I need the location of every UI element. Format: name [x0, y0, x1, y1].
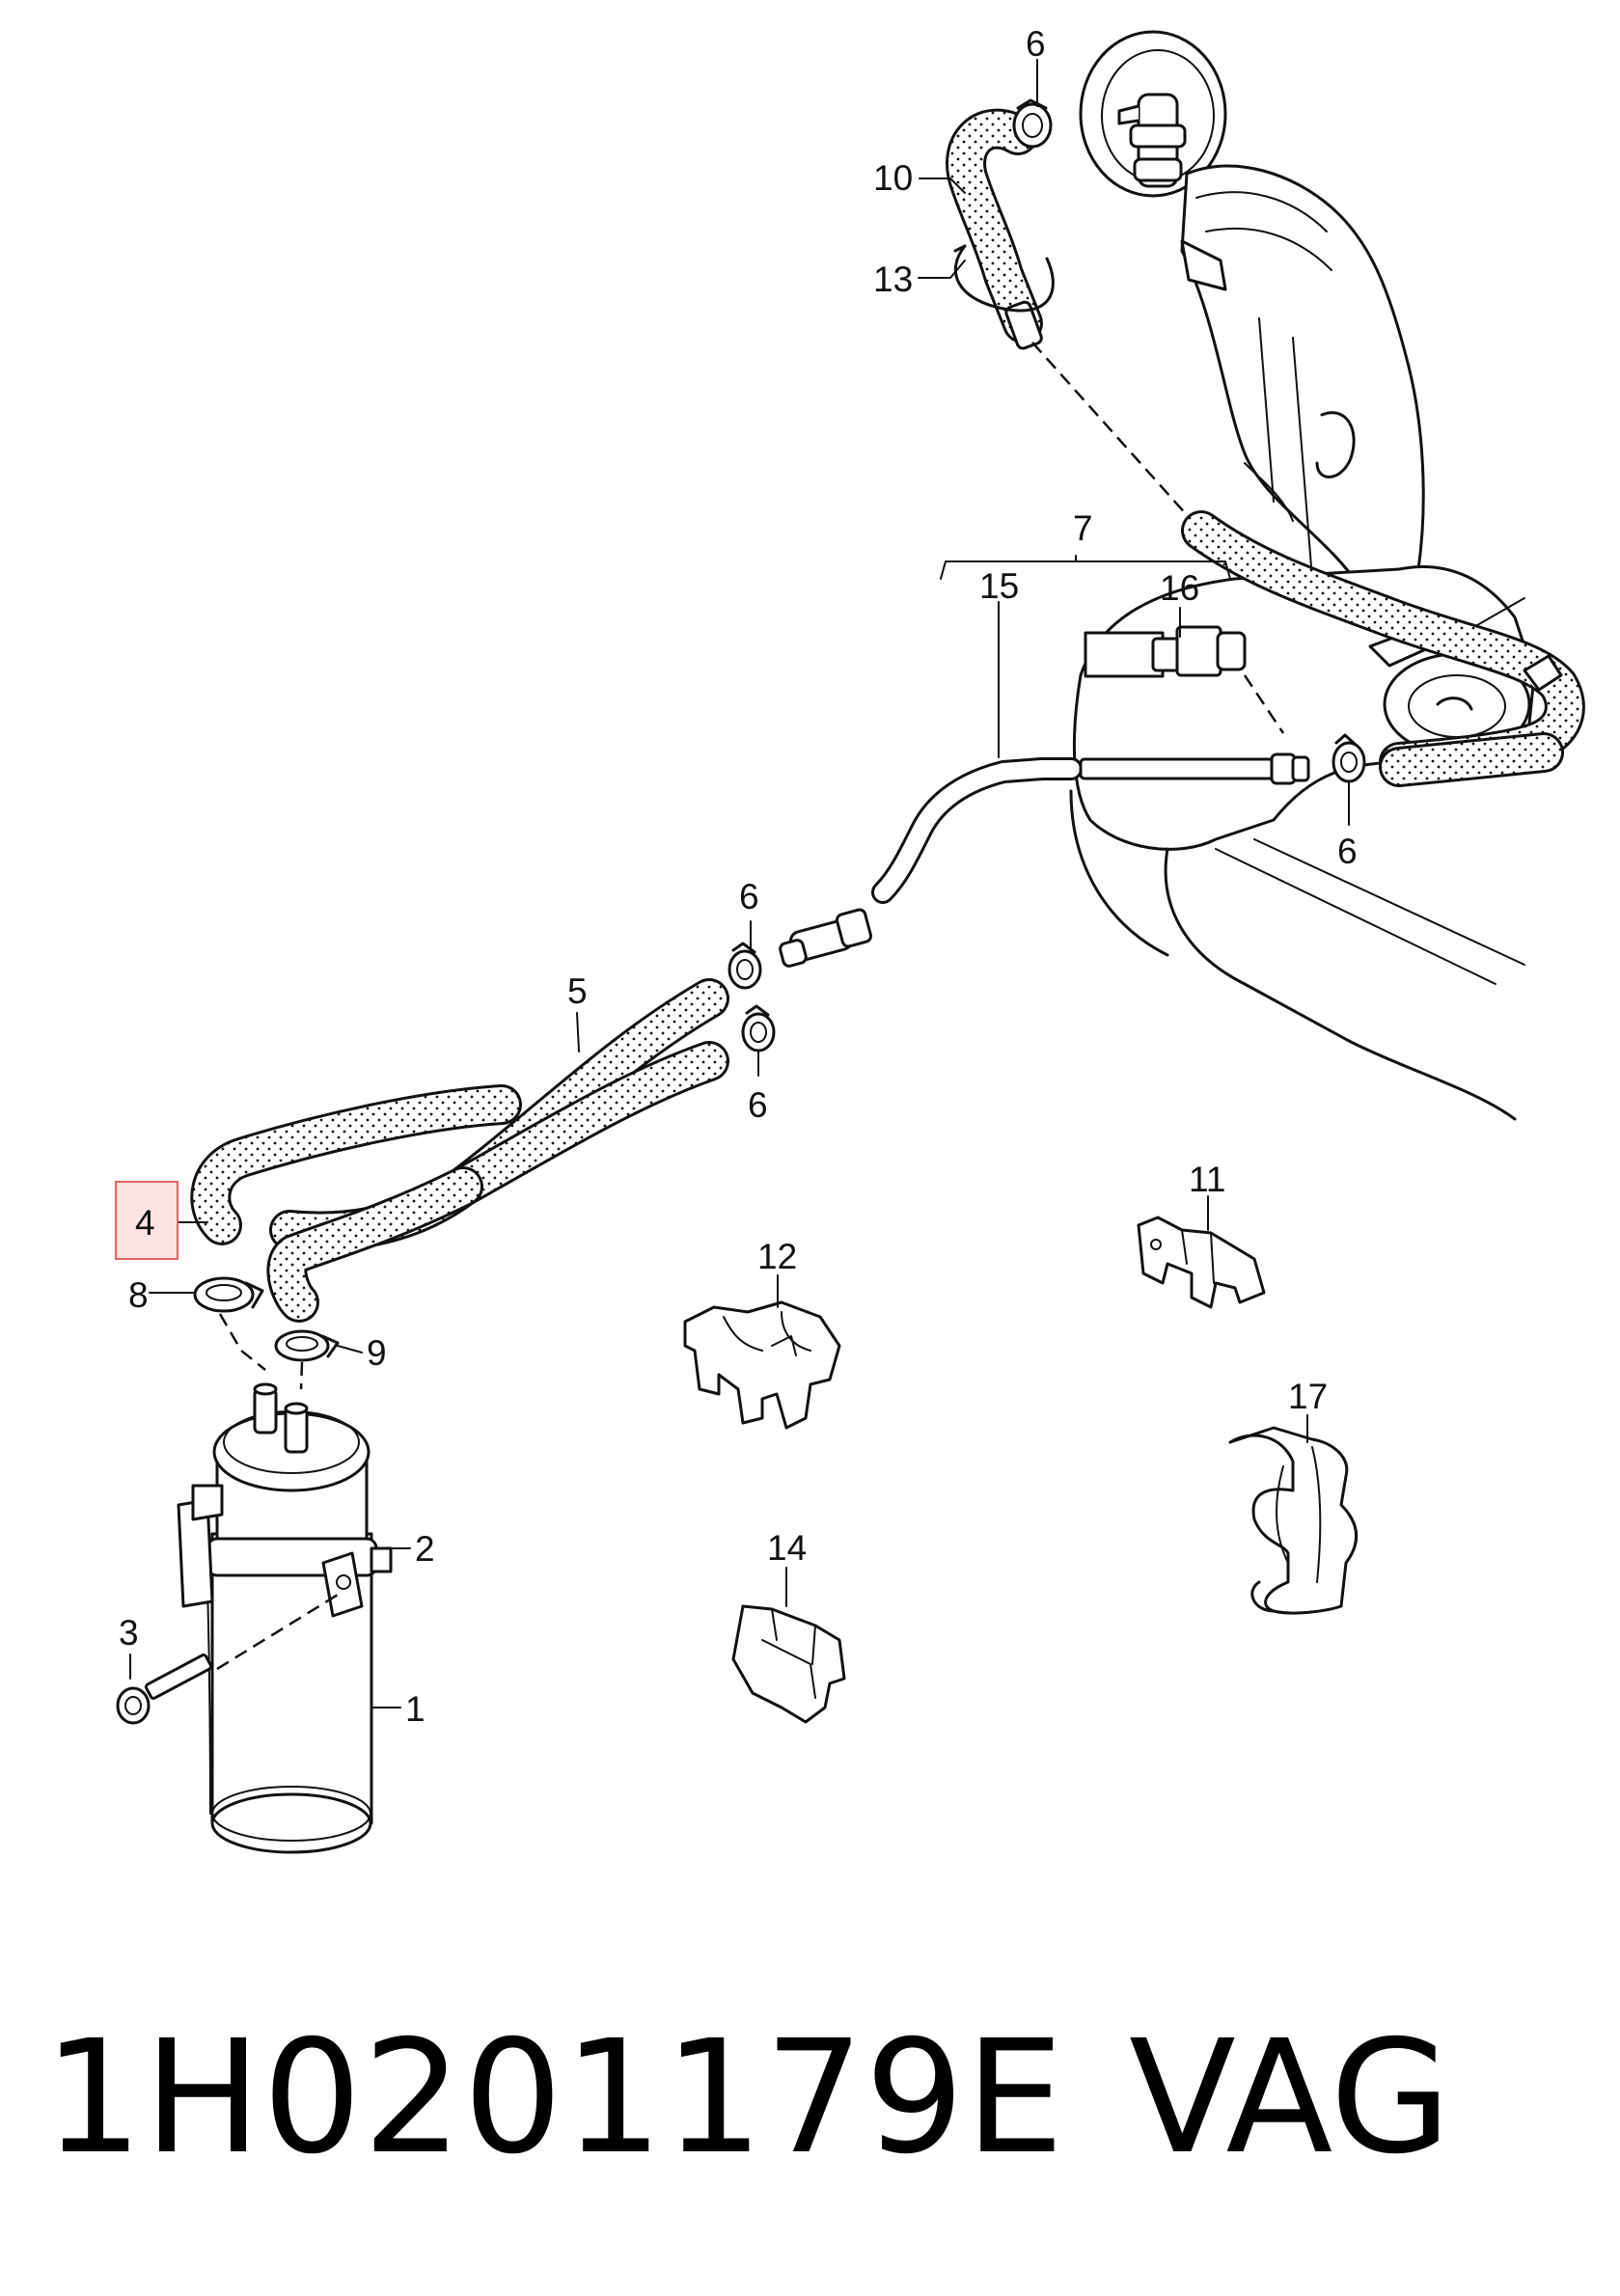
callout-7: 7 [1073, 508, 1093, 548]
callout-10: 10 [873, 158, 913, 198]
callout-6-mid-upper: 6 [739, 877, 759, 916]
assembly-line-8 [218, 1313, 266, 1371]
callout-5: 5 [567, 971, 588, 1011]
bolt-3 [116, 1590, 343, 1725]
callout-14: 14 [767, 1528, 807, 1568]
callout-9: 9 [367, 1333, 387, 1373]
bracket-7 [940, 560, 1231, 580]
retaining-ring-13 [953, 244, 1055, 313]
clip-12 [683, 1300, 841, 1430]
callout-2: 2 [415, 1529, 435, 1569]
callout-3: 3 [119, 1613, 139, 1653]
assembly-line-10 [1031, 342, 1197, 527]
pipe-connector [779, 908, 873, 968]
callout-6-right: 6 [1337, 832, 1358, 871]
brand-label: VAG [1129, 2008, 1451, 2189]
callout-8: 8 [128, 1275, 149, 1315]
clip-17 [1228, 1426, 1359, 1615]
callout-labels: 1 2 3 4 5 6 6 6 6 7 8 9 10 11 12 13 14 1… [115, 24, 1358, 1729]
clip-14 [731, 1604, 846, 1724]
callout-15: 15 [979, 566, 1019, 606]
callout-16: 16 [1160, 568, 1199, 608]
callout-13: 13 [873, 260, 913, 299]
hose-clamp-6-right [1332, 733, 1366, 783]
hose-clamp-6-mid-upper [728, 942, 762, 990]
carbon-canister-1 [177, 1382, 393, 1854]
highlight-box-4 [115, 1181, 178, 1260]
hose-clamp-9 [274, 1329, 340, 1362]
hose-clamp-8 [193, 1276, 264, 1313]
part-number: 1H0201179E [43, 2008, 1065, 2189]
callout-6-top: 6 [1026, 24, 1046, 64]
hose-10 [946, 108, 1043, 350]
leader-lines [129, 59, 1350, 1708]
callout-1: 1 [405, 1689, 426, 1729]
assembly-line-9 [299, 1361, 304, 1390]
callout-6-mid-lower: 6 [748, 1085, 768, 1125]
footer: 1H0201179E VAG [0, 1987, 1620, 2209]
hose-clamp-6-mid-lower [741, 1004, 776, 1052]
clip-11 [1137, 1216, 1266, 1309]
fuel-line-15 [871, 752, 1310, 904]
callout-11: 11 [1189, 1160, 1225, 1199]
connector-16 [1084, 625, 1285, 734]
callout-17: 17 [1288, 1377, 1328, 1416]
callout-12: 12 [757, 1237, 797, 1276]
hose-4 [190, 1041, 729, 1323]
hose-clamp-6-top [1012, 98, 1053, 149]
callout-4: 4 [135, 1203, 155, 1243]
filler-neck-assembly [1079, 30, 1425, 590]
